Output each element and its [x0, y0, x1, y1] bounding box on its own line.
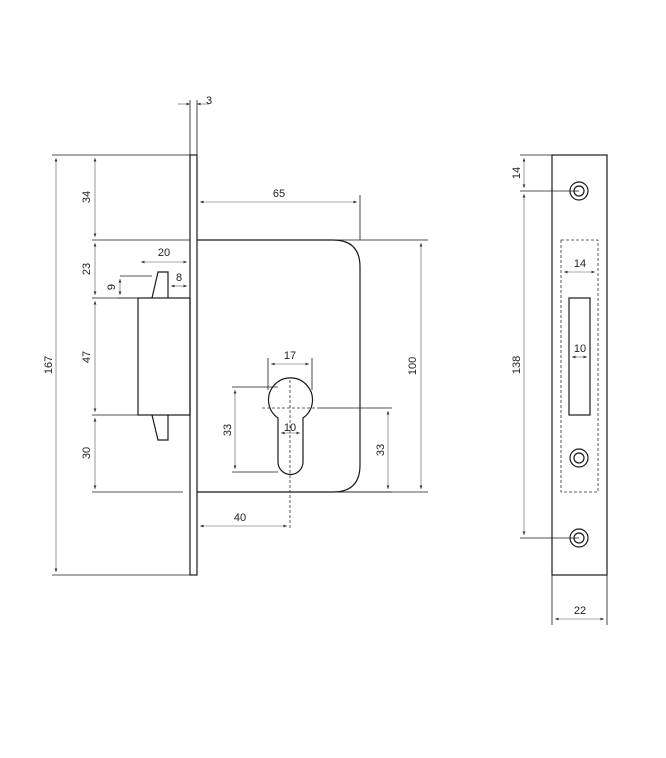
dim-latch-offset: 9	[106, 284, 118, 290]
lock-body	[197, 239, 361, 493]
dim-backset: 65	[273, 188, 285, 200]
faceplate	[189, 154, 198, 576]
slot-inner	[568, 297, 591, 416]
screw-hole-middle	[569, 448, 589, 468]
lower-tab	[151, 414, 169, 441]
dim-top-hole: 14	[511, 167, 523, 179]
dim-latch-width: 20	[158, 247, 170, 259]
dim-body-height: 100	[407, 357, 419, 375]
dim-hole-spacing: 138	[511, 356, 523, 374]
latch	[151, 271, 169, 299]
dim-faceplate-thickness: 3	[206, 95, 212, 107]
dim-cylinder-to-bottom: 33	[375, 444, 387, 456]
slot-outline	[560, 239, 599, 493]
cylinder-hole	[267, 377, 314, 476]
dim-cylinder-slot: 10	[284, 422, 296, 434]
dim-slot-inner: 10	[574, 343, 586, 355]
dim-latch-gap: 8	[176, 272, 182, 284]
strike-plate	[551, 154, 608, 576]
dim-cylinder-width: 17	[284, 350, 296, 362]
side-view: 14 138 14 10 22	[511, 154, 608, 625]
dim-cylinder-center: 40	[234, 512, 246, 524]
dim-total-height: 167	[43, 356, 55, 374]
front-view: 3 167 34 23 9 20 8 47 30 65 100 17 33 10…	[43, 95, 428, 576]
bolt	[137, 297, 191, 416]
dim-bottom-zone: 30	[81, 447, 93, 459]
dim-cylinder-height: 33	[222, 424, 234, 436]
dim-top: 34	[81, 191, 93, 203]
dim-latch-zone: 23	[81, 263, 93, 275]
dim-bolt-zone: 47	[81, 351, 93, 363]
dim-width: 22	[574, 605, 586, 617]
dim-slot-outer: 14	[574, 258, 586, 270]
